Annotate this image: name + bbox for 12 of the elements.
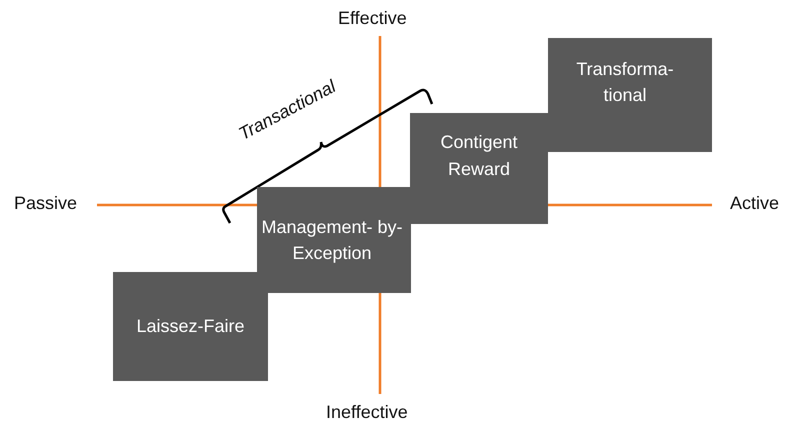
box-label: Contigent Reward bbox=[439, 131, 519, 180]
axis-label: Active bbox=[730, 193, 780, 214]
level-box bbox=[257, 187, 411, 293]
level-box bbox=[113, 272, 268, 381]
axis-label: Passive bbox=[14, 193, 78, 214]
axis-label: Effective bbox=[338, 8, 407, 29]
box-label: Transforma- tional bbox=[575, 58, 675, 107]
level-box bbox=[548, 38, 712, 152]
box-label: Laissez-Faire bbox=[136, 315, 245, 338]
level-box bbox=[410, 113, 548, 224]
box-label: Management- by- Exception bbox=[261, 216, 403, 265]
axis-label: Ineffective bbox=[326, 402, 408, 423]
